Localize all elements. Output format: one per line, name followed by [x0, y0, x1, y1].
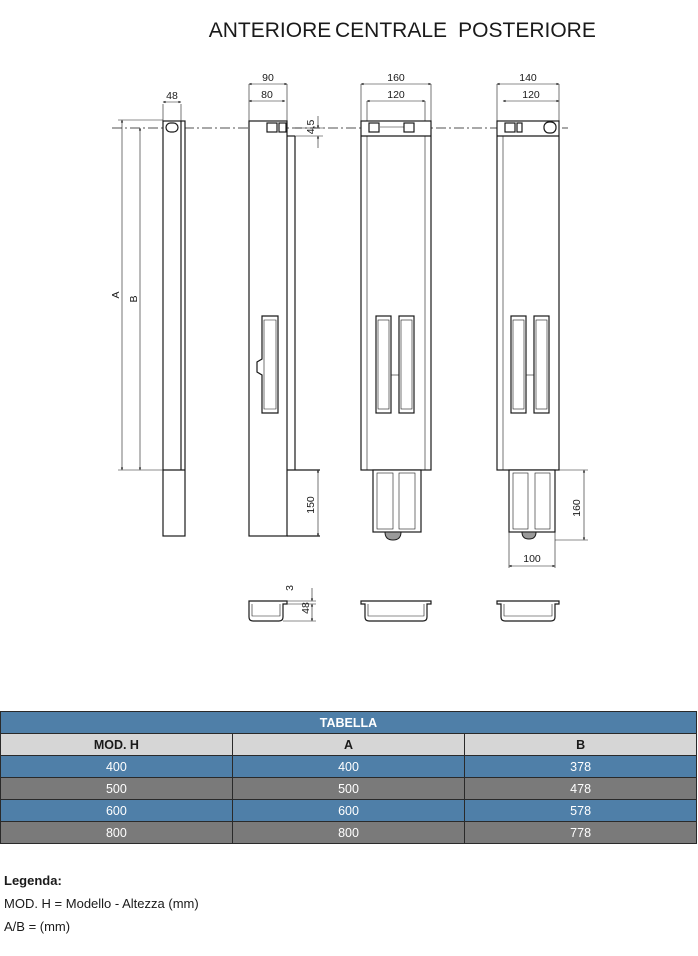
table-cell: 778: [464, 821, 697, 844]
dim-pos-bottom: 160: [571, 499, 583, 517]
table-cell: 500: [0, 777, 233, 800]
legend-title: Legenda:: [4, 873, 62, 888]
view-title-centrale: CENTRALE: [335, 19, 447, 42]
table-row: 800 800 778: [0, 821, 697, 844]
table-cell: 578: [464, 799, 697, 822]
dimensions-table: TABELLA MOD. H A B 400 400 378 500 500 4…: [0, 711, 697, 844]
table-title: TABELLA: [0, 711, 697, 734]
section-centrale: [360, 600, 432, 622]
centrale-view: 160 120: [360, 72, 432, 541]
dim-pos-base: 100: [523, 553, 541, 565]
table-cell: 478: [464, 777, 697, 800]
table-cell: 378: [464, 755, 697, 778]
table-cell: 500: [231, 777, 466, 800]
dim-pos-outer: 140: [519, 72, 537, 84]
table-cell: 600: [231, 799, 466, 822]
table-cell: 600: [0, 799, 233, 822]
table-cell: 400: [231, 755, 466, 778]
dim-sec-thickness: 3: [284, 585, 296, 591]
legend-line-mod-h: MOD. H = Modello - Altezza (mm): [4, 896, 199, 911]
dim-ant-inner: 80: [261, 89, 273, 101]
dim-cen-outer: 160: [387, 72, 405, 84]
legend-line-units: A/B = (mm): [4, 919, 71, 934]
table-header-mod-h: MOD. H: [0, 733, 233, 756]
table-row: 500 500 478: [0, 777, 697, 800]
dim-ant-offset: 4,5: [305, 120, 317, 135]
table-cell: 800: [0, 821, 233, 844]
table-cell: 400: [0, 755, 233, 778]
posteriore-view: 140 120 160 100: [496, 72, 588, 568]
table-header-b: B: [464, 733, 697, 756]
dim-sec-height: 48: [300, 602, 312, 614]
anteriore-view: 90 80 4,5 150: [248, 72, 323, 537]
table-header-a: A: [231, 733, 466, 756]
section-anteriore: 3 48: [248, 585, 316, 622]
dim-ant-outer: 90: [262, 72, 274, 84]
side-view: 48 A B: [110, 90, 186, 537]
view-title-posteriore: POSTERIORE: [458, 19, 596, 42]
technical-drawing: ANTERIORE CENTRALE POSTERIORE 48 A B: [110, 19, 596, 622]
table-cell: 800: [231, 821, 466, 844]
legend: Legenda: MOD. H = Modello - Altezza (mm)…: [4, 869, 199, 938]
section-posteriore: [496, 600, 560, 622]
dim-ant-bottom: 150: [305, 496, 317, 514]
table-row: 400 400 378: [0, 755, 697, 778]
dim-pos-inner: 120: [522, 89, 540, 101]
dim-side-b: B: [128, 295, 140, 302]
dim-side-width: 48: [166, 90, 178, 102]
dim-side-a: A: [110, 291, 122, 298]
table-row: 600 600 578: [0, 799, 697, 822]
dim-cen-inner: 120: [387, 89, 405, 101]
view-title-anteriore: ANTERIORE: [209, 19, 332, 42]
